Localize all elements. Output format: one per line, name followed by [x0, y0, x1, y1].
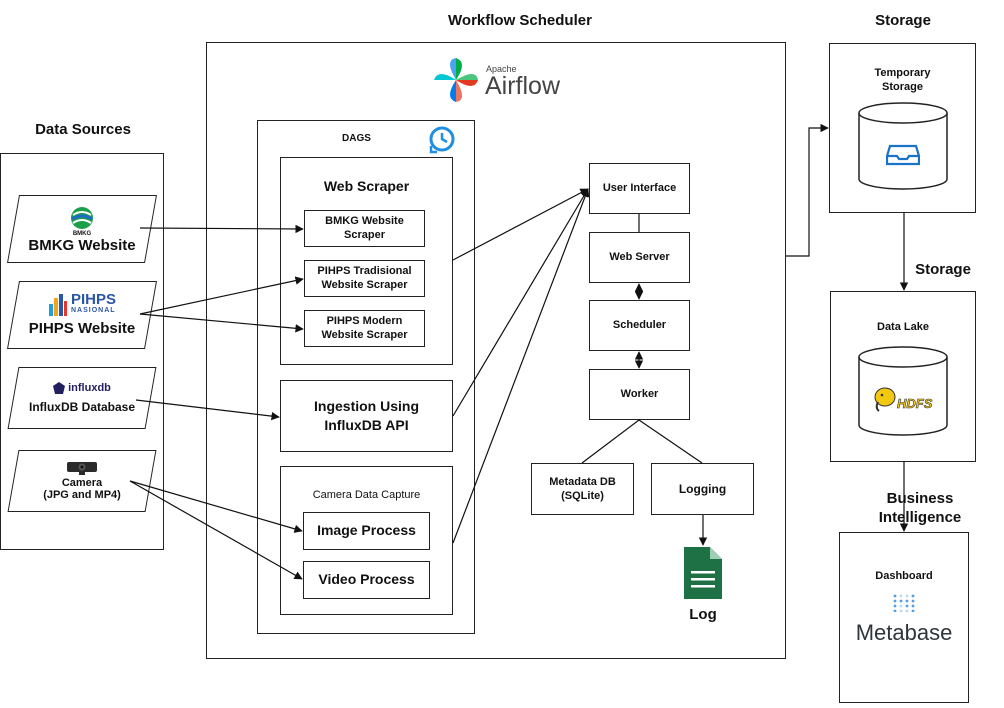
- temporary-storage-cylinder: [858, 102, 948, 190]
- influxdb-logo-text: influxdb: [68, 382, 111, 394]
- bmkg-scraper-label: BMKG Website Scraper: [325, 215, 404, 241]
- pihps-tradisional-scraper-box: [304, 260, 425, 297]
- ingestion-box: [280, 380, 453, 452]
- camera-source: Camera (JPG and MP4): [7, 450, 157, 512]
- data-lake-cylinder: [858, 346, 948, 436]
- logging-label: Logging: [678, 482, 727, 496]
- temporary-storage-label: Temporary Storage: [874, 67, 931, 93]
- pihps-logo-sub: NASIONAL: [70, 306, 116, 314]
- pihps-tradisional-scraper-label: PIHPS Tradisional Website Scraper: [317, 265, 412, 291]
- airflow-pinwheel-icon: [434, 58, 478, 102]
- dags-clock-icon: [429, 126, 455, 154]
- storage-title-top: Storage: [875, 12, 931, 29]
- hdfs-elephant-icon: [874, 387, 896, 412]
- business-intelligence-title: Business Intelligence: [878, 490, 962, 526]
- airflow-apache-text: Apache: [486, 64, 517, 74]
- bmkg-source: BMKG BMKG Website: [7, 195, 157, 263]
- pihps-source: PIHPS NASIONAL PIHPS Website: [7, 281, 157, 349]
- bmkg-label: BMKG Website: [28, 236, 136, 254]
- pihps-label: PIHPS Website: [28, 319, 136, 337]
- dashboard-label: Dashboard: [875, 570, 933, 582]
- bmkg-logo-text: BMKG: [72, 230, 92, 237]
- pihps-modern-scraper-label: PIHPS Modern Website Scraper: [321, 315, 408, 341]
- worker-label: Worker: [620, 388, 659, 400]
- metabase-wordmark: Metabase: [855, 620, 953, 645]
- video-process-box: [303, 561, 430, 599]
- influxdb-label: InfluxDB Database: [28, 400, 136, 414]
- metabase-logo-icon: [893, 594, 915, 612]
- web-server-label: Web Server: [609, 251, 670, 263]
- camera-label: Camera (JPG and MP4): [43, 477, 121, 501]
- user-interface-box: [589, 163, 690, 214]
- scheduler-box: [589, 300, 690, 351]
- influxdb-logo-icon: [53, 382, 66, 394]
- metadata-db-label: Metadata DB (SQLite): [549, 476, 616, 502]
- image-process-label: Image Process: [317, 522, 416, 538]
- web-server-box: [589, 232, 690, 283]
- bmkg-logo-icon: [71, 206, 93, 229]
- inbox-icon: [886, 144, 920, 166]
- influxdb-source: influxdb InfluxDB Database: [7, 367, 157, 429]
- bmkg-scraper-box: [304, 210, 425, 247]
- storage-title-mid: Storage: [915, 261, 971, 278]
- hdfs-text: HDFS: [897, 396, 933, 412]
- camera-capture-title: Camera Data Capture: [312, 489, 421, 501]
- edge-scheduler-to-temp-storage: [786, 123, 829, 257]
- data-lake-label: Data Lake: [877, 321, 929, 333]
- logging-box: [651, 463, 754, 515]
- scheduler-label: Scheduler: [612, 319, 667, 331]
- web-scraper-title: Web Scraper: [323, 178, 410, 194]
- airflow-name-text: Airflow: [485, 72, 561, 100]
- log-file-icon: [684, 547, 722, 599]
- ingestion-label: Ingestion Using InfluxDB API: [314, 398, 419, 433]
- video-process-label: Video Process: [318, 571, 415, 587]
- pihps-logo-icon: [48, 293, 67, 316]
- worker-box: [589, 369, 690, 420]
- dags-label: DAGS: [342, 133, 371, 144]
- workflow-scheduler-title: Workflow Scheduler: [448, 12, 592, 29]
- data-sources-title: Data Sources: [35, 121, 131, 138]
- dashboard-panel: [839, 532, 969, 703]
- pihps-modern-scraper-box: [304, 310, 425, 347]
- camera-icon: [67, 462, 97, 475]
- image-process-box: [303, 512, 430, 550]
- user-interface-label: User Interface: [602, 182, 677, 194]
- pihps-logo-text: PIHPS: [70, 290, 116, 308]
- log-label: Log: [689, 606, 717, 623]
